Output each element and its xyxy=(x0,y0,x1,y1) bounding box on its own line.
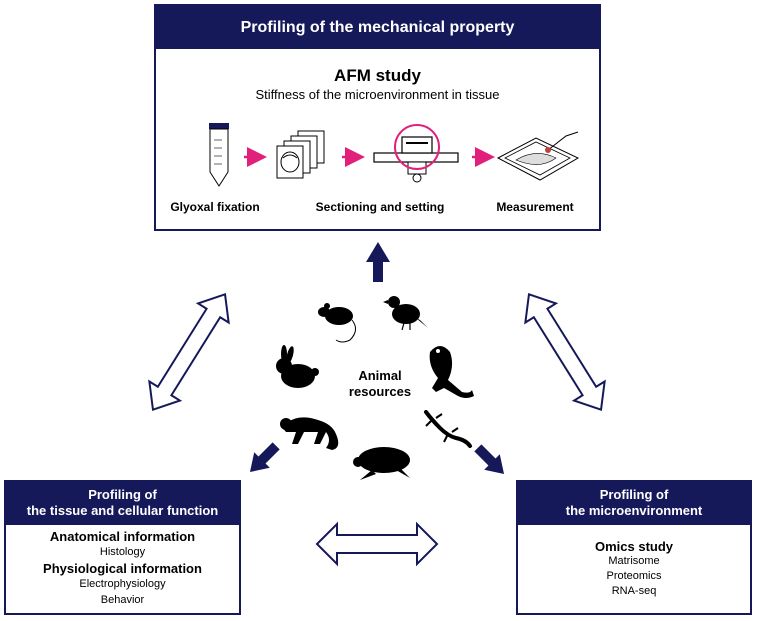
animal-resources-line1: Animal xyxy=(358,368,402,383)
tissue-function-header: Profiling of the tissue and cellular fun… xyxy=(6,482,239,525)
mechanical-property-header: Profiling of the mechanical property xyxy=(156,6,599,49)
mouse-icon xyxy=(318,303,356,343)
microenvironment-header: Profiling of the microenvironment xyxy=(518,482,750,525)
monkey-icon xyxy=(280,417,339,450)
physiological-info-title: Physiological information xyxy=(43,561,202,576)
animal-resources-label: Animal resources xyxy=(320,368,440,400)
ferret-icon xyxy=(429,346,474,398)
measurement-dish-icon xyxy=(496,131,580,181)
tissue-function-header-line1: Profiling of xyxy=(88,487,157,502)
animal-resources-line2: resources xyxy=(348,384,412,399)
lizard-icon xyxy=(424,410,472,448)
arrow-left-down-icon xyxy=(249,442,280,473)
microenvironment-panel: Profiling of the microenvironment xyxy=(516,480,752,615)
microenvironment-header-line1: Profiling of xyxy=(599,487,669,502)
rabbit-icon xyxy=(276,345,319,388)
step-sectioning-setting: Sectioning and setting xyxy=(315,200,445,214)
step-measurement: Measurement xyxy=(496,200,574,214)
turtle-icon xyxy=(353,447,410,480)
electrophysiology-item: Electrophysiology xyxy=(79,578,166,590)
arrow-right-down-icon xyxy=(474,444,505,475)
matrisome-item: Matrisome xyxy=(608,555,660,567)
omics-study-title: Omics study xyxy=(594,539,674,554)
double-arrow-left-icon xyxy=(148,292,230,412)
falcon-tube-icon xyxy=(209,123,229,187)
tissue-sections-icon xyxy=(276,130,325,179)
microenvironment-header-line2: the microenvironment xyxy=(565,503,703,518)
anatomical-info-title: Anatomical information xyxy=(49,529,196,544)
double-arrow-right-icon xyxy=(524,292,606,412)
afm-study-title: AFM study xyxy=(334,66,421,85)
tissue-function-header-line2: the tissue and cellular function xyxy=(26,503,219,518)
bird-icon xyxy=(383,296,428,331)
double-arrow-bottom-icon xyxy=(315,521,439,567)
step-glyoxal-fixation: Glyoxal fixation xyxy=(170,200,260,214)
arrow-up-icon xyxy=(366,242,390,282)
proteomics-item: Proteomics xyxy=(606,570,662,582)
afm-stage-icon xyxy=(373,124,459,183)
tissue-function-panel: Profiling of the tissue and cellular fun… xyxy=(4,480,241,615)
behavior-item: Behavior xyxy=(100,594,145,606)
histology-item: Histology xyxy=(99,546,146,558)
mechanical-property-panel: Profiling of the mechanical property xyxy=(154,4,601,231)
rnaseq-item: RNA-seq xyxy=(611,585,657,597)
afm-study-subtitle: Stiffness of the microenvironment in tis… xyxy=(255,87,500,102)
